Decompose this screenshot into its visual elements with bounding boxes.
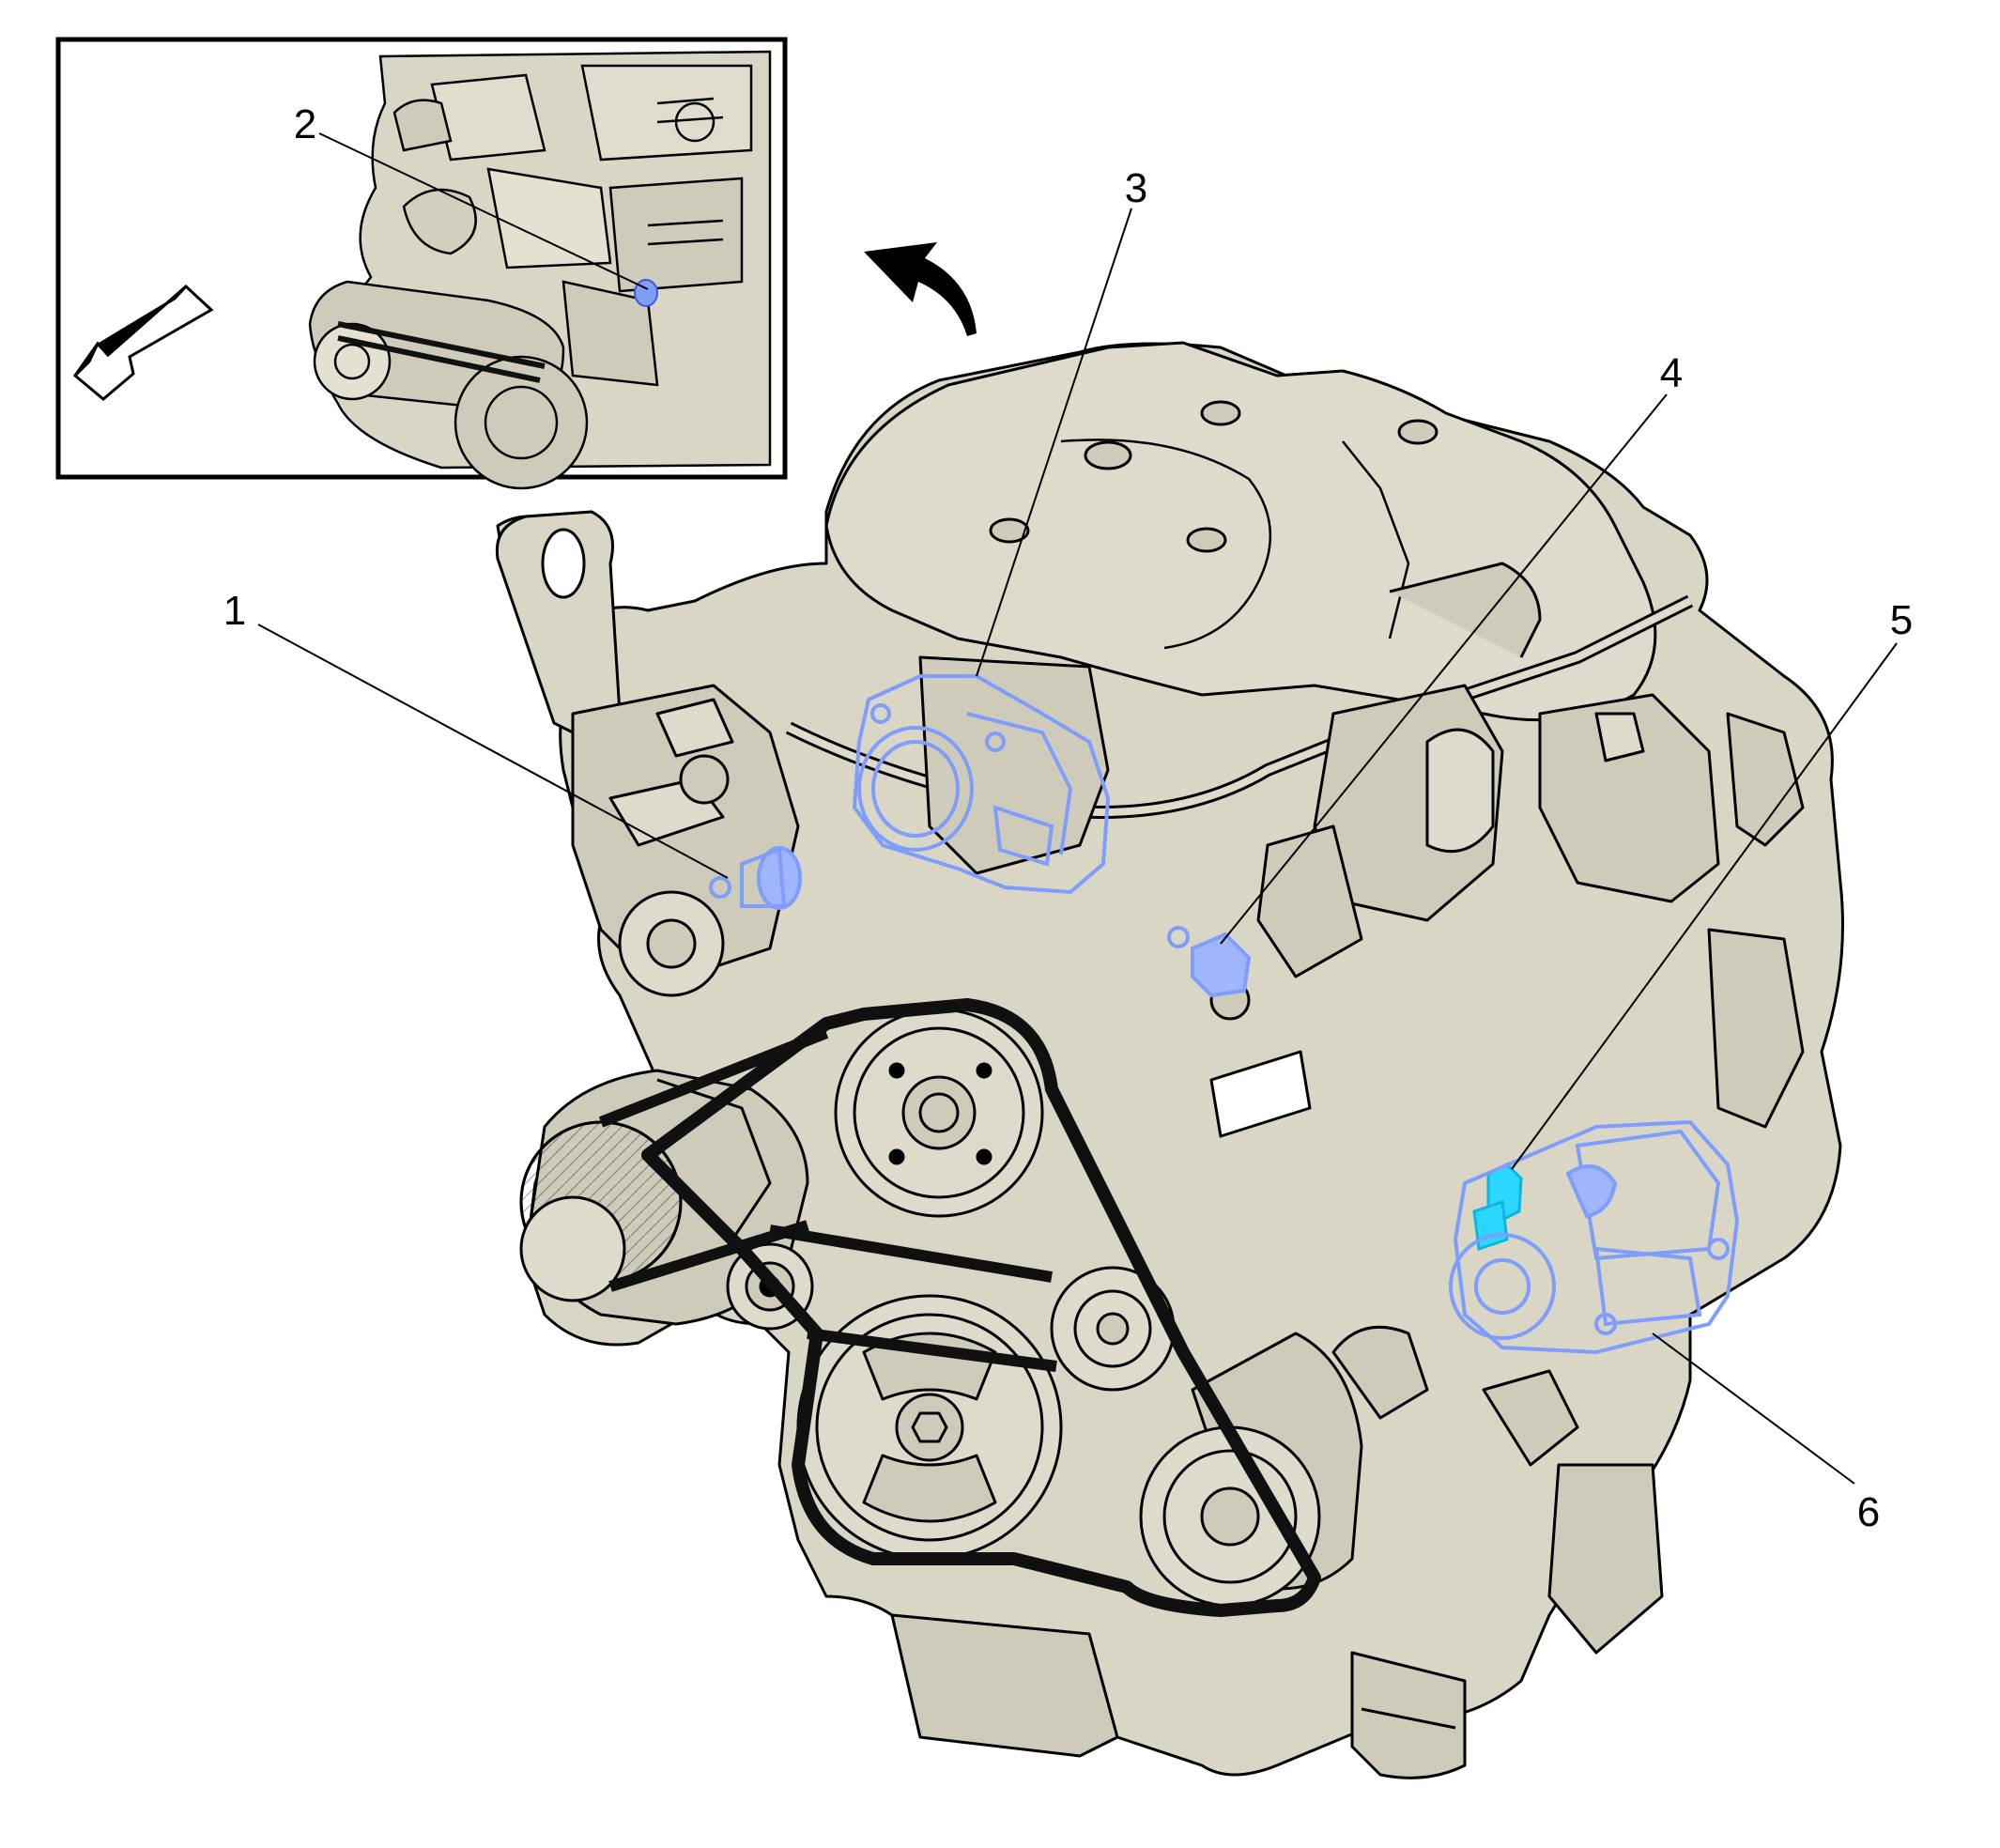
- leader-line-2: [318, 132, 649, 290]
- callout-2: 2: [294, 101, 316, 147]
- inset-view: [55, 37, 788, 490]
- callout-labels: 1 2 3 4 5 6: [223, 101, 1913, 1535]
- ac-compressor: [1139, 1332, 1363, 1608]
- drive-belt: [641, 998, 1321, 1617]
- callout-6: 6: [1857, 1489, 1880, 1535]
- component-3-throttle-body-highlight: [852, 674, 1111, 895]
- component-4-highlight: [1167, 926, 1252, 998]
- callout-4: 4: [1660, 350, 1683, 396]
- callout-3: 3: [1125, 165, 1147, 211]
- front-cover-label: [1209, 1050, 1312, 1138]
- callout-1: 1: [223, 588, 246, 634]
- component-6-starter-highlight: [1449, 1119, 1740, 1355]
- component-1-highlight: [709, 846, 802, 910]
- leader-line-6: [1652, 1332, 1855, 1485]
- intake-cover: [824, 341, 1657, 722]
- callout-5: 5: [1890, 597, 1913, 643]
- leader-line-4: [1220, 393, 1668, 945]
- rotate-view-arrow-icon: [864, 242, 977, 336]
- leader-line-1: [257, 624, 729, 879]
- engine-assembly: [495, 341, 1844, 1779]
- lifting-bracket: [495, 510, 622, 744]
- upper-pulley: [834, 1008, 1044, 1218]
- inset-engine: [308, 50, 772, 490]
- leader-line-3: [976, 208, 1132, 677]
- front-direction-arrow-icon: [72, 284, 214, 401]
- leader-lines: [257, 132, 1898, 1485]
- leader-line-5: [1511, 642, 1898, 1170]
